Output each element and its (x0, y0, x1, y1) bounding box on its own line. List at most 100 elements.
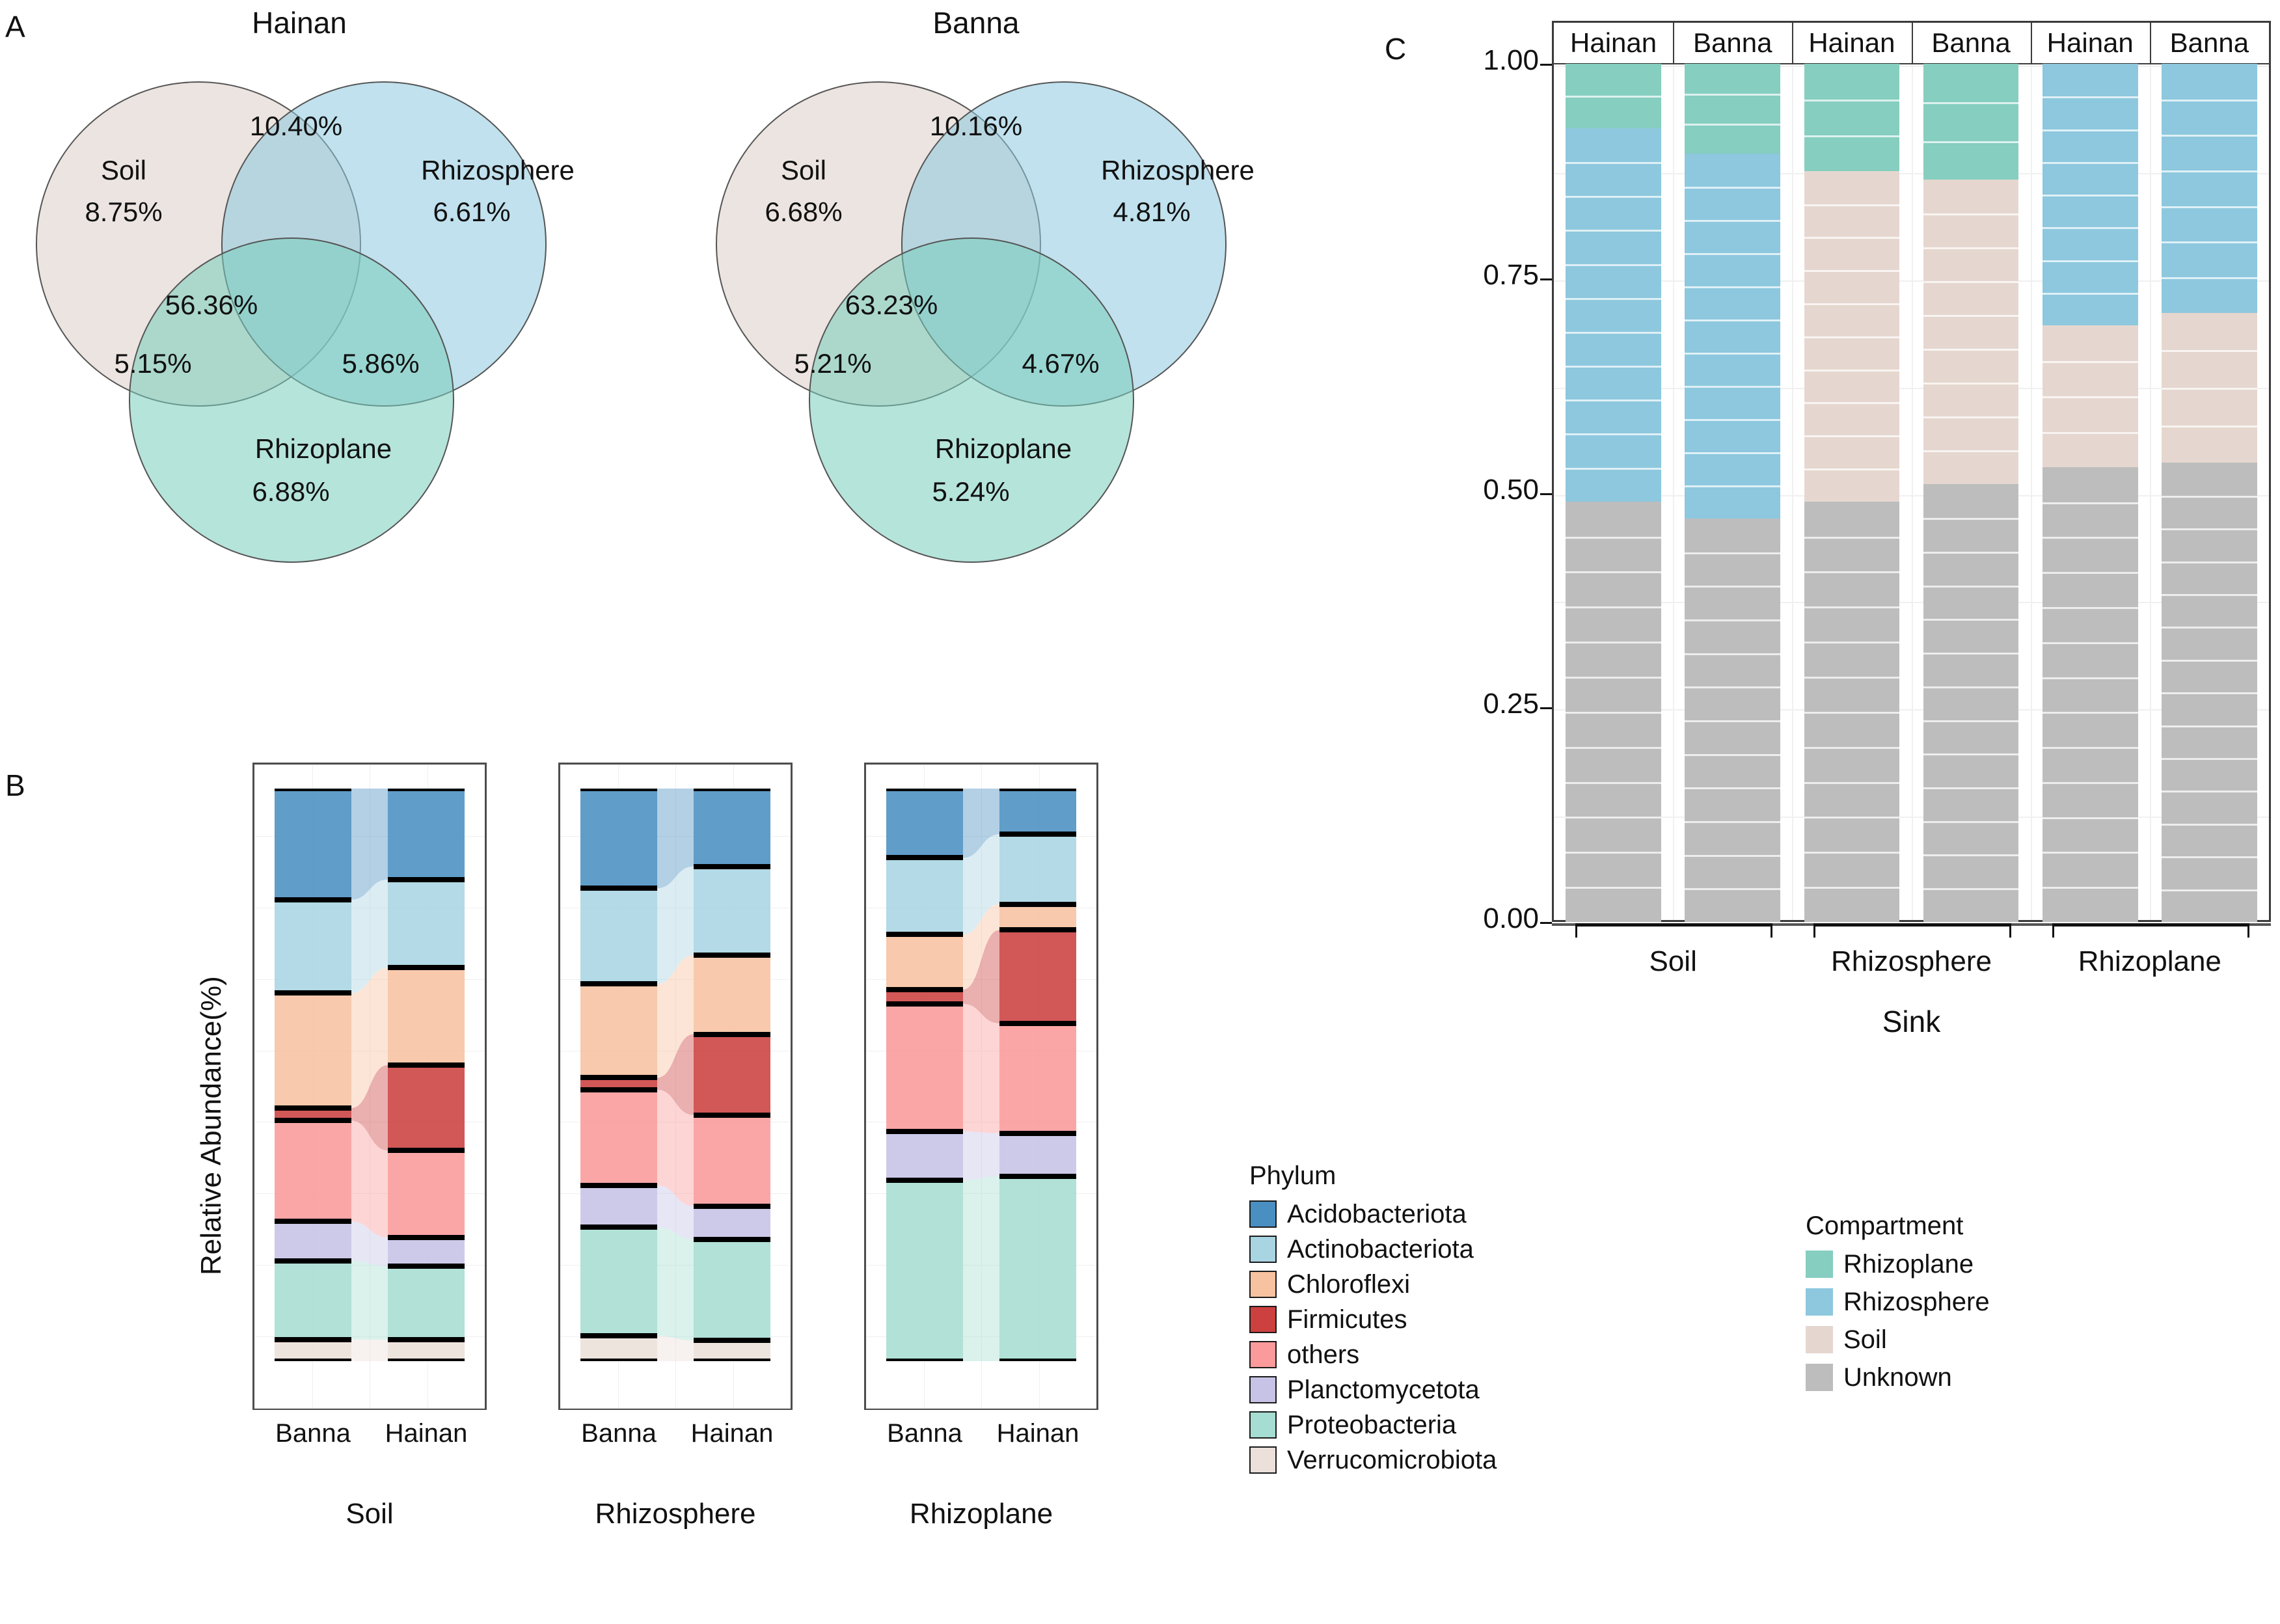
sample-divider (1685, 319, 1780, 322)
legend-item-proteobacteria[interactable]: Proteobacteria (1249, 1411, 1456, 1439)
legend-item-planctomycetota[interactable]: Planctomycetota (1249, 1376, 1480, 1403)
compartment-legend-title: Compartment (1806, 1211, 1964, 1240)
legend-label: Rhizoplane (1843, 1250, 1974, 1279)
sample-divider (2042, 572, 2138, 575)
stack-segment-chloroflexi (388, 968, 465, 1066)
legend-item-unknown[interactable]: Unknown (1806, 1364, 1952, 1391)
stack-segment-actinobacteriota (388, 879, 465, 968)
panel-c-bar-3 (1923, 64, 2019, 922)
legend-item-verrucomicrobiota[interactable]: Verrucomicrobiota (1249, 1446, 1497, 1474)
legend-item-soil[interactable]: Soil (1806, 1326, 1887, 1353)
venn-value-rhizoplane-only-hainan: 6.88% (252, 476, 330, 507)
legend-item-rhizosphere[interactable]: Rhizosphere (1806, 1288, 1990, 1316)
sample-divider (2042, 677, 2138, 679)
panel-c-group-bracket-rhizoplane (2052, 923, 2248, 927)
gridline (866, 1408, 1096, 1409)
panel-c-group-bracket-soil (1575, 923, 1771, 927)
sample-divider (2042, 537, 2138, 539)
sample-divider (1804, 642, 1900, 644)
sample-divider (1923, 888, 2019, 891)
gridline-v (2030, 23, 2032, 920)
sample-divider (1923, 820, 2019, 823)
sample-divider (2162, 528, 2257, 531)
sample-divider (1566, 433, 1661, 436)
sample-divider (1923, 281, 2019, 284)
sample-divider (1923, 619, 2019, 621)
ytick-mark (1540, 922, 1552, 924)
xtick-mark (1813, 923, 1816, 938)
venn-label-soil-hainan: Soil (100, 155, 147, 185)
stack-segment-firmicutes (580, 1077, 657, 1090)
sample-divider (2162, 425, 2257, 427)
sample-divider (1685, 653, 1780, 655)
legend-item-actinobacteriota[interactable]: Actinobacteriota (1249, 1236, 1474, 1263)
stack-segment-others (886, 1003, 963, 1132)
stack-segment-proteobacteria (886, 1180, 963, 1361)
stack-segment-verrucomicrobiota (388, 1340, 465, 1361)
stack-segment-planctomycetota (388, 1237, 465, 1266)
panel-b-group-label-soil: Soil (346, 1498, 394, 1530)
sample-divider (2162, 627, 2257, 629)
stack-segment-proteobacteria (388, 1265, 465, 1340)
venn-label-rhizoplane-banna: Rhizoplane (934, 433, 1072, 464)
sample-divider (2042, 781, 2138, 784)
sample-divider (1804, 711, 1900, 714)
sample-divider (1566, 606, 1661, 609)
sample-divider (1566, 366, 1661, 368)
venn-label-rhizosphere-hainan: Rhizosphere (421, 155, 575, 185)
sample-divider (1685, 353, 1780, 355)
venn-circle-rhizoplane (809, 237, 1134, 563)
venn-value-soil-only-banna: 6.68% (765, 196, 843, 227)
stack-segment-others (388, 1150, 465, 1238)
panel-c-group-bracket-rhizosphere (1813, 923, 2009, 927)
panel-c-x-axis-title: Sink (1882, 1005, 1941, 1038)
sample-divider (1804, 135, 1900, 137)
sample-divider (1685, 220, 1780, 223)
sample-divider (1923, 349, 2019, 351)
panel-c-segment-rhizosphere (1566, 128, 1661, 502)
xtick-mark (2247, 923, 2250, 938)
sample-divider (1804, 435, 1900, 438)
xtick-mark (1575, 923, 1577, 938)
panel-b-xtick-hainan: Hainan (385, 1419, 468, 1448)
panel-c-segment-unknown (1804, 501, 1900, 922)
panel-b-letter: B (5, 768, 25, 802)
sample-divider (1923, 315, 2019, 318)
panel-c-segment-rhizosphere (1685, 154, 1780, 519)
legend-item-chloroflexi[interactable]: Chloroflexi (1249, 1271, 1410, 1298)
sample-divider (1685, 253, 1780, 256)
stack-segment-chloroflexi (275, 993, 351, 1109)
panel-c-segment-unknown (1923, 484, 2019, 922)
sample-divider (2162, 692, 2257, 695)
sample-divider (2162, 277, 2257, 279)
sample-divider (1923, 518, 2019, 521)
stack-segment-chloroflexi (999, 904, 1076, 930)
sample-divider (1804, 817, 1900, 819)
sample-divider (1804, 402, 1900, 405)
stack-segment-firmicutes (694, 1034, 770, 1115)
venn-circle-rhizoplane (129, 237, 454, 563)
sample-divider (1804, 676, 1900, 679)
panel-c-segment-rhizoplane (1923, 64, 2019, 180)
legend-swatch-icon (1249, 1306, 1277, 1333)
legend-item-firmicutes[interactable]: Firmicutes (1249, 1306, 1407, 1333)
legend-item-others[interactable]: others (1249, 1341, 1359, 1368)
venn-label-soil-banna: Soil (780, 155, 827, 185)
legend-item-acidobacteriota[interactable]: Acidobacteriota (1249, 1200, 1467, 1228)
stack-segment-chloroflexi (886, 934, 963, 990)
sample-divider (2162, 889, 2257, 891)
stack-segment-verrucomicrobiota (694, 1340, 770, 1361)
sample-divider (1566, 297, 1661, 300)
sample-divider (1923, 141, 2019, 143)
legend-swatch-icon (1249, 1271, 1277, 1298)
panel-c-segment-soil (2042, 325, 2138, 467)
sample-divider (1923, 585, 2019, 588)
stack-segment-acidobacteriota (580, 789, 657, 889)
legend-item-rhizoplane[interactable]: Rhizoplane (1806, 1251, 1974, 1278)
sample-divider (1923, 383, 2019, 385)
ytick-mark (1540, 278, 1552, 280)
sample-divider (2042, 712, 2138, 714)
sample-divider (1804, 781, 1900, 784)
panel-c-ytick-0.00: 0.00 (1483, 902, 1539, 934)
